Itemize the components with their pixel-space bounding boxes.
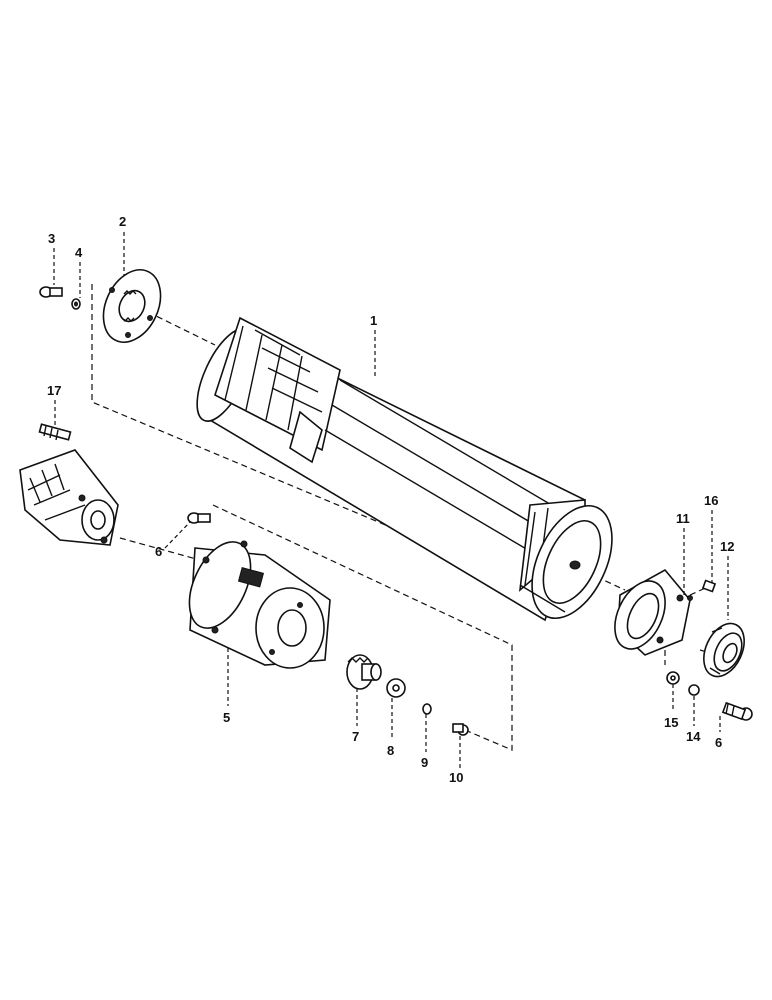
stud-part-17 — [38, 423, 72, 441]
label-part-5: 5 — [223, 710, 230, 725]
drum-roller-part-1 — [196, 316, 613, 622]
label-part-17: 17 — [47, 383, 61, 398]
washer-part-15 — [666, 671, 680, 685]
label-part-15: 15 — [664, 715, 678, 730]
label-part-1: 1 — [370, 313, 377, 328]
label-part-16: 16 — [704, 493, 718, 508]
label-part-2: 2 — [119, 214, 126, 229]
label-part-7: 7 — [352, 729, 359, 744]
label-part-11: 11 — [676, 511, 690, 526]
label-part-3: 3 — [48, 231, 55, 246]
label-part-6-lower: 6 — [715, 735, 722, 750]
bolt-part-3 — [39, 286, 63, 298]
bolt-part-10 — [452, 723, 469, 736]
label-part-4: 4 — [75, 245, 83, 260]
washer-part-4 — [71, 298, 81, 310]
label-part-12: 12 — [720, 539, 734, 554]
pulley-part-7 — [346, 654, 382, 690]
part-labels: 1 2 3 4 5 6 6 7 8 9 10 11 12 14 15 16 17 — [47, 214, 734, 785]
label-part-8: 8 — [387, 743, 394, 758]
bearing-housing-part-11 — [614, 568, 693, 656]
leader-lines — [53, 232, 729, 768]
motor-housing-part-5 — [188, 540, 331, 669]
gear-flange-part-2 — [102, 269, 162, 343]
bolt-part-6-lower — [721, 701, 753, 721]
washer-part-8 — [386, 678, 406, 698]
bolt-part-6-upper — [187, 512, 211, 524]
label-part-9: 9 — [421, 755, 428, 770]
screw-part-16 — [701, 579, 717, 593]
label-part-14: 14 — [686, 729, 701, 744]
gear-motor — [19, 449, 119, 546]
label-part-6-upper: 6 — [155, 544, 162, 559]
label-part-10: 10 — [449, 770, 463, 785]
lock-washer-part-9 — [422, 703, 432, 715]
lock-washer-part-14 — [688, 684, 700, 696]
bearing-part-12 — [703, 622, 745, 678]
